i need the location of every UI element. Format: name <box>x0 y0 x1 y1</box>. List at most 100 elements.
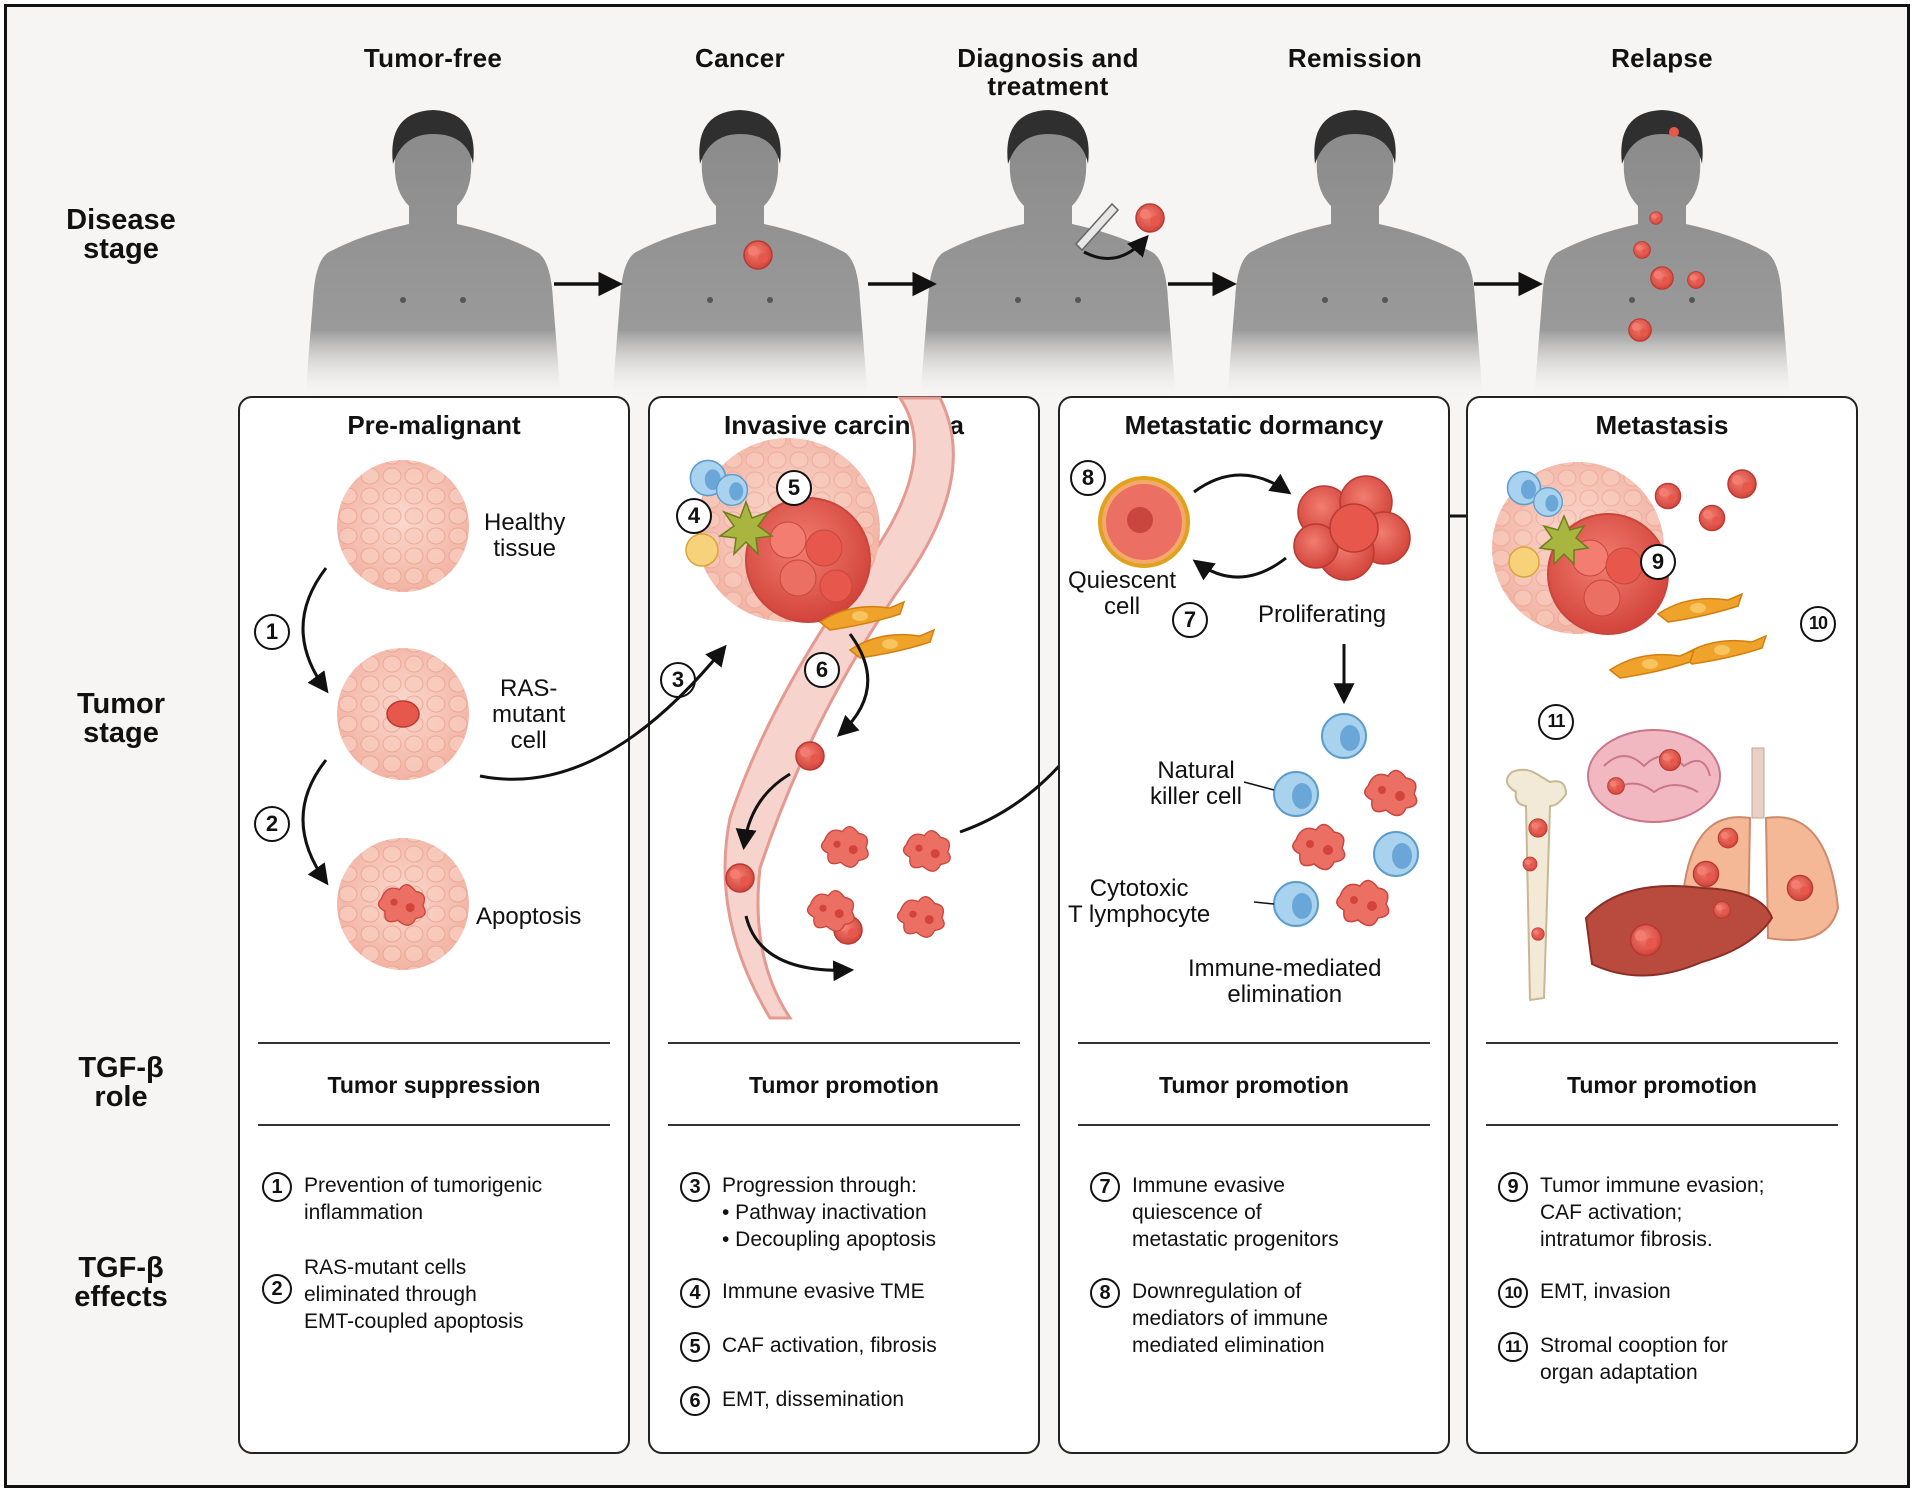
scalpel-icon <box>1074 202 1120 252</box>
stage-title-tumor-free: Tumor-free <box>363 43 503 73</box>
callout-4: 4 <box>676 498 712 534</box>
label-natural-killer-cell: Natural killer cell <box>1150 757 1243 810</box>
callout-7: 7 <box>1172 602 1208 638</box>
quiescent-cell <box>1098 476 1190 568</box>
divider <box>668 1042 1020 1044</box>
person-tumor-free <box>305 110 561 400</box>
panel-invasive-carcinoma: Invasive carcinoma 5 4 3 6 <box>648 396 1040 1454</box>
label-quiescent-cell: Quiescent cell <box>1068 567 1177 620</box>
effect-item-10: 10 EMT, invasion <box>1498 1278 1671 1308</box>
liver-icon <box>1584 885 1774 977</box>
effect-item-3: 3 Progression through: • Pathway inactiv… <box>680 1172 936 1253</box>
person-remission <box>1227 110 1483 400</box>
effect-number: 7 <box>1090 1172 1120 1202</box>
callout-2: 2 <box>254 806 290 842</box>
panel-title: Metastatic dormancy <box>1124 410 1384 440</box>
effect-text: Progression through: • Pathway inactivat… <box>722 1174 936 1251</box>
apoptosis-sphere <box>337 838 469 970</box>
effect-number: 9 <box>1498 1172 1528 1202</box>
callout-9: 9 <box>1640 544 1676 580</box>
callout-5: 5 <box>776 470 812 506</box>
effect-number: 4 <box>680 1278 710 1308</box>
effect-item-5: 5 CAF activation, fibrosis <box>680 1332 937 1362</box>
effect-number: 11 <box>1498 1332 1528 1362</box>
effect-text: EMT, invasion <box>1540 1280 1671 1303</box>
effect-item-2: 2 RAS-mutant cells eliminated through EM… <box>262 1254 523 1335</box>
callout-1: 1 <box>254 614 290 650</box>
panel-metastasis: Metastasis <box>1466 396 1858 1454</box>
proliferating-cluster <box>1293 475 1411 581</box>
label-immune-mediated-elimination: Immune-mediated elimination <box>1188 955 1382 1008</box>
row-label-tgfb-effects: TGF-β effects <box>74 1252 168 1313</box>
stage-title-diagnosis: Diagnosis and treatment <box>957 43 1139 101</box>
effect-item-6: 6 EMT, dissemination <box>680 1386 904 1416</box>
invasive-carcinoma-illustration <box>685 396 955 1020</box>
panel-metastatic-dormancy: Metastatic dormancy 8 7 Quiescent cell P… <box>1058 396 1450 1454</box>
label-cytotoxic-t-lymphocyte: Cytotoxic T lymphocyte <box>1068 875 1211 928</box>
bone-icon <box>1505 768 1568 1002</box>
effect-item-7: 7 Immune evasive quiescence of metastati… <box>1090 1172 1339 1253</box>
role-tumor-promotion: Tumor promotion <box>1159 1072 1349 1098</box>
effect-item-4: 4 Immune evasive TME <box>680 1278 925 1308</box>
person-relapse <box>1534 110 1790 400</box>
pre-malignant-illustration <box>301 460 469 970</box>
panel-pre-malignant: Pre-malignant Healthy tissue RAS- mutant… <box>238 396 630 1454</box>
effect-number: 2 <box>262 1274 292 1304</box>
effect-text: EMT, dissemination <box>722 1388 905 1411</box>
divider <box>1078 1124 1430 1126</box>
role-tumor-promotion: Tumor promotion <box>1567 1072 1757 1098</box>
effect-item-9: 9 Tumor immune evasion; CAF activation; … <box>1498 1172 1764 1253</box>
panel-title: Metastasis <box>1595 410 1729 440</box>
effect-text: Immune evasive quiescence of metastatic … <box>1132 1174 1339 1251</box>
effect-item-1: 1 Prevention of tumorigenic inflammation <box>262 1172 542 1226</box>
brain-icon <box>1587 729 1721 823</box>
macrophage-icon <box>1538 514 1590 566</box>
divider <box>668 1124 1020 1126</box>
macrophage-icon <box>718 499 774 557</box>
healthy-tissue-sphere <box>337 460 469 592</box>
effect-number: 5 <box>680 1332 710 1362</box>
person-diagnosis <box>920 110 1176 400</box>
effect-text: CAF activation, fibrosis <box>722 1334 937 1357</box>
divider <box>258 1124 610 1126</box>
effect-text: Immune evasive TME <box>722 1280 925 1303</box>
row-label-disease-stage: Disease stage <box>66 204 176 265</box>
callout-8: 8 <box>1070 460 1106 496</box>
label-ras-mutant-cell: RAS- mutant cell <box>492 675 566 754</box>
panel-title: Pre-malignant <box>347 410 521 440</box>
divider <box>1486 1042 1838 1044</box>
stage-title-relapse: Relapse <box>1611 43 1713 73</box>
callout-11: 11 <box>1538 704 1574 740</box>
callout-10: 10 <box>1800 606 1836 642</box>
stage-title-remission: Remission <box>1287 43 1423 73</box>
effect-number: 8 <box>1090 1278 1120 1308</box>
effect-text: RAS-mutant cells eliminated through EMT-… <box>304 1256 524 1333</box>
stage-title-cancer: Cancer <box>695 43 785 73</box>
metastatic-dormancy-illustration <box>1098 473 1419 927</box>
row-label-tumor-stage: Tumor stage <box>76 688 166 749</box>
divider <box>1078 1042 1430 1044</box>
effect-item-8: 8 Downregulation of mediators of immune … <box>1090 1278 1328 1359</box>
effect-number: 6 <box>680 1386 710 1416</box>
effect-number: 1 <box>262 1172 292 1202</box>
person-cancer <box>612 110 868 400</box>
effect-text: Tumor immune evasion; CAF activation; in… <box>1540 1174 1765 1251</box>
primary-tumor <box>696 438 880 623</box>
role-tumor-suppression: Tumor suppression <box>327 1072 541 1098</box>
divider <box>1486 1124 1838 1126</box>
label-apoptosis: Apoptosis <box>476 903 582 930</box>
effect-item-11: 11 Stromal cooption for organ adaptation <box>1498 1332 1728 1386</box>
divider <box>258 1042 610 1044</box>
metastasis-illustration <box>1492 462 1840 1002</box>
label-healthy-tissue: Healthy tissue <box>484 509 566 562</box>
effect-number: 3 <box>680 1172 710 1202</box>
effect-text: Downregulation of mediators of immune me… <box>1132 1280 1329 1357</box>
row-label-tgfb-role: TGF-β role <box>78 1052 164 1113</box>
role-tumor-promotion: Tumor promotion <box>749 1072 939 1098</box>
effect-text: Stromal cooption for organ adaptation <box>1540 1334 1728 1384</box>
disease-stage-figures <box>305 110 1790 400</box>
callout-3: 3 <box>660 662 696 698</box>
ras-mutant-sphere <box>337 648 469 780</box>
effect-text: Prevention of tumorigenic inflammation <box>304 1174 543 1224</box>
callout-6: 6 <box>804 652 840 688</box>
